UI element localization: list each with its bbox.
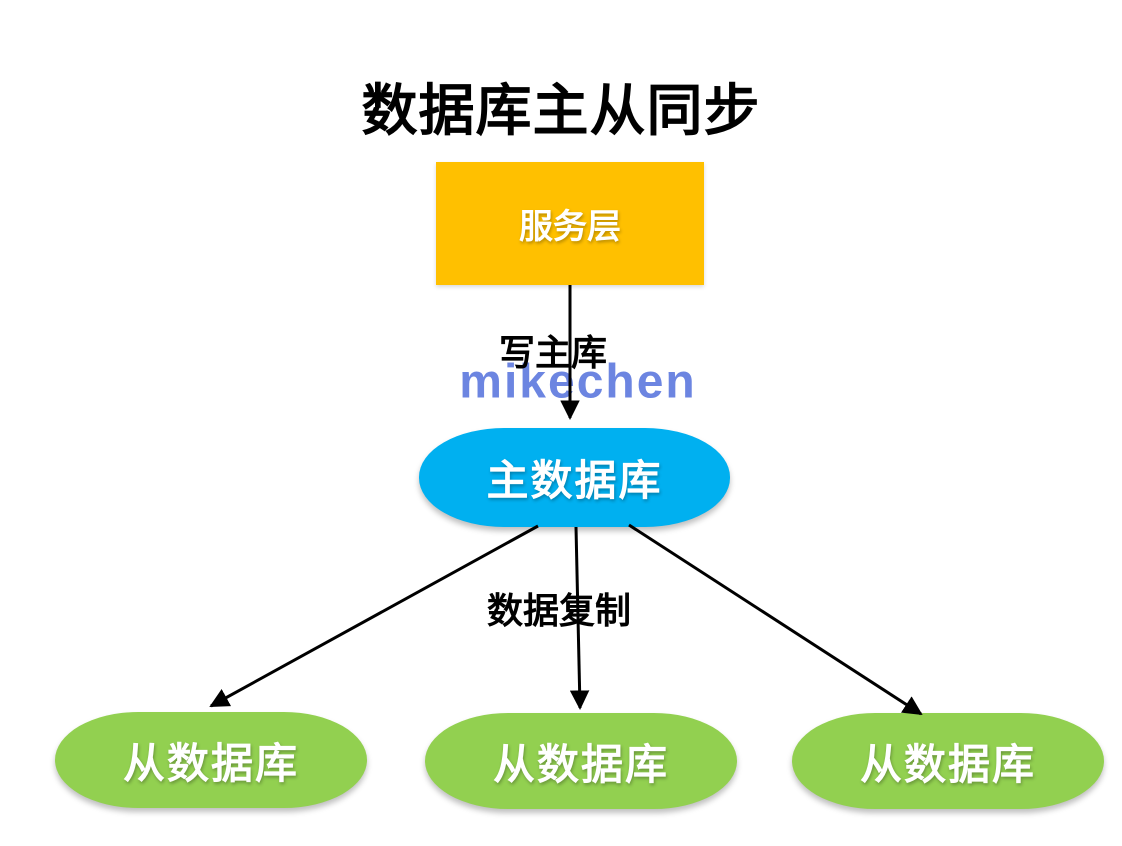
- arrow-master-to-slave3: [628, 523, 923, 716]
- service-layer-label: 服务层: [519, 208, 621, 246]
- slave-database-node-3: 从数据库: [792, 713, 1104, 809]
- slave-database-node-2: 从数据库: [425, 713, 737, 809]
- service-layer-box: 服务层: [436, 162, 704, 285]
- slave-database-label-3: 从数据库: [859, 740, 1036, 788]
- slave-database-label-2: 从数据库: [492, 740, 669, 788]
- write-master-edge-label: 写主库: [498, 332, 608, 373]
- slave-database-label-1: 从数据库: [122, 739, 299, 787]
- data-replication-edge-label: 数据复制: [486, 590, 632, 631]
- slave-database-node-1: 从数据库: [55, 712, 367, 808]
- master-database-label: 主数据库: [486, 457, 663, 504]
- master-database-node: 主数据库: [419, 428, 730, 527]
- watermark-text: mikechen: [459, 355, 697, 409]
- diagram-title: 数据库主从同步: [361, 79, 761, 142]
